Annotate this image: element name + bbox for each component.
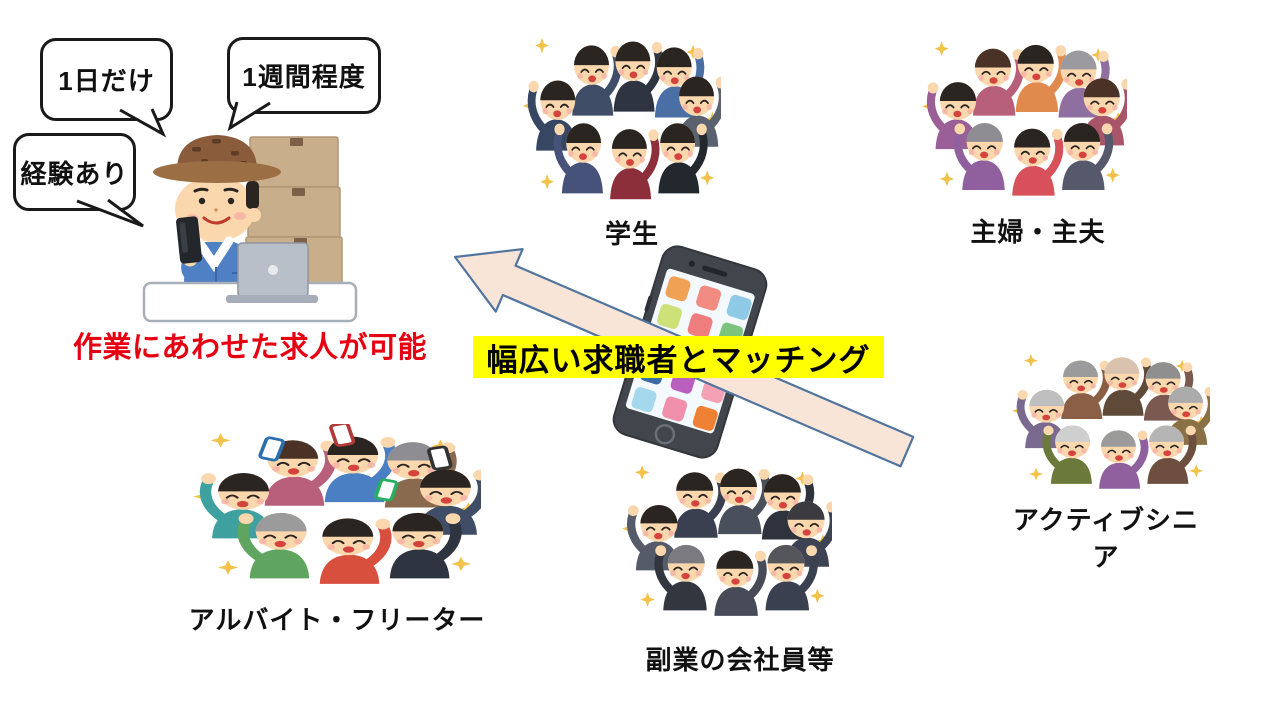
speech-bubble-tail	[76, 198, 144, 228]
group-label-students: 学生	[604, 219, 659, 249]
group-label-part-timers: アルバイト・フリーター	[188, 605, 486, 635]
part-timers-crowd-icon	[193, 424, 481, 592]
speech-bubble-text: 1日だけ	[58, 66, 155, 96]
seniors-crowd-icon	[1012, 346, 1210, 496]
office-workers-crowd-icon	[622, 456, 832, 624]
students-crowd-icon	[523, 28, 721, 208]
employer-caption: 作業にあわせた求人が可能	[72, 332, 427, 364]
worker-smartphone-icon	[176, 216, 202, 264]
speech-bubble-one-week: 1週間程度	[227, 37, 381, 114]
speech-bubble-tail	[119, 108, 167, 138]
speech-bubble-one-day: 1日だけ	[40, 38, 173, 121]
speech-bubble-text: 1週間程度	[242, 62, 366, 92]
laptop-icon	[226, 242, 318, 303]
warehouse-worker-illustration	[142, 135, 358, 323]
raised-smartphone-icons	[258, 424, 453, 502]
speech-bubble-tail	[227, 101, 271, 132]
speech-bubble-experienced: 経験あり	[13, 133, 136, 211]
housewives-crowd-icon	[922, 32, 1127, 204]
worker-figure	[153, 135, 281, 285]
speech-bubble-text: 経験あり	[20, 158, 129, 189]
group-label-side-job-employees: 副業の会社員等	[645, 645, 835, 675]
group-label-housewives: 主婦・主夫	[970, 217, 1106, 247]
matching-banner: 幅広い求職者とマッチング	[473, 336, 884, 378]
group-label-active-seniors: アクティブシニア	[1012, 505, 1200, 572]
